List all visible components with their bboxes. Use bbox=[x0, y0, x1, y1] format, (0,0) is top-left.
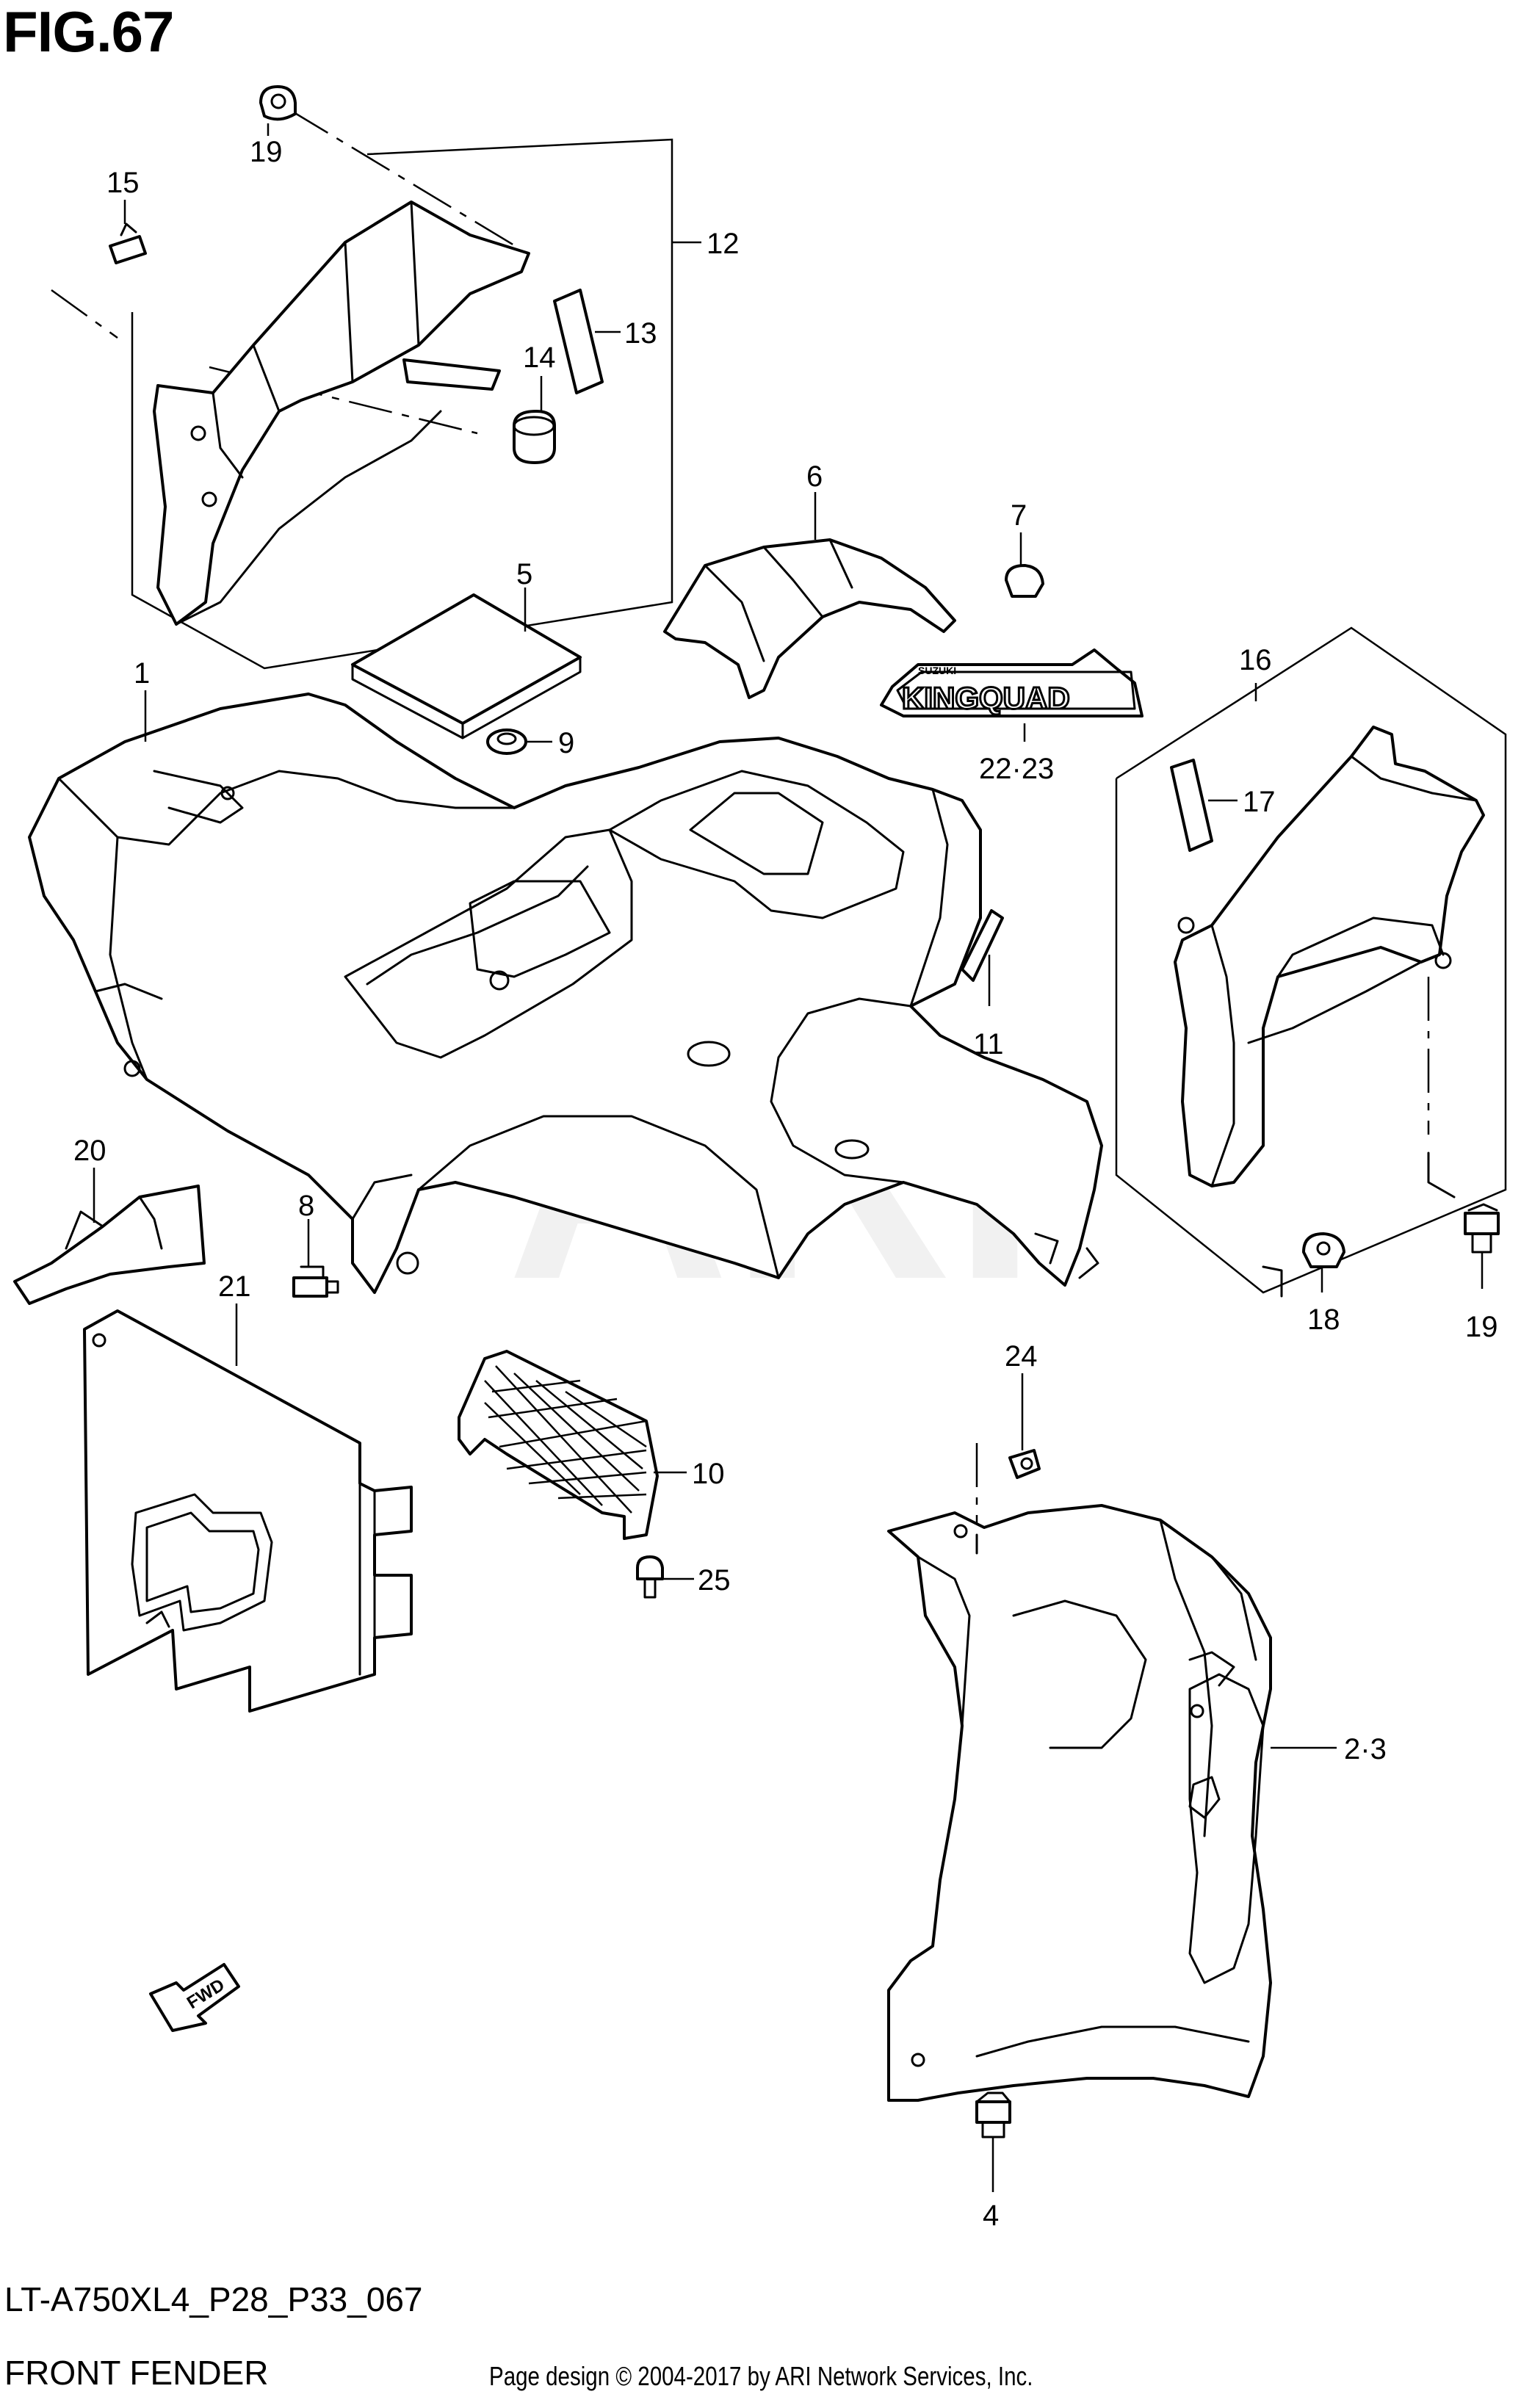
copyright-notice: Page design © 2004-2017 by ARI Network S… bbox=[489, 2361, 1033, 2391]
decal-brand: SUZUKI bbox=[918, 665, 956, 676]
part-21-plate[interactable] bbox=[83, 1304, 413, 1713]
callout-21: 21 bbox=[218, 1270, 251, 1303]
callout-18: 18 bbox=[1307, 1304, 1340, 1336]
callout-19-top: 19 bbox=[250, 136, 283, 168]
part-9-grommet[interactable] bbox=[486, 728, 552, 755]
part-14-cushion[interactable] bbox=[513, 376, 556, 464]
callout-20: 20 bbox=[73, 1135, 106, 1167]
section-name: FRONT FENDER bbox=[4, 2354, 269, 2392]
part-25-screw[interactable] bbox=[636, 1555, 694, 1599]
kingquad-decal[interactable]: KINGQUAD SUZUKI bbox=[880, 648, 1144, 742]
callout-11: 11 bbox=[973, 1028, 1004, 1060]
callout-17: 17 bbox=[1243, 786, 1276, 818]
part-17-seal[interactable] bbox=[1170, 759, 1238, 852]
part-2-3-side-cover[interactable] bbox=[887, 1443, 1337, 2102]
part-18-clip[interactable] bbox=[1302, 1232, 1345, 1292]
part-15-clip[interactable] bbox=[109, 200, 147, 264]
callout-8: 8 bbox=[298, 1190, 314, 1222]
part-24-clip[interactable] bbox=[1008, 1373, 1041, 1479]
part-11-strip[interactable] bbox=[961, 909, 1004, 1006]
part-7-clip[interactable] bbox=[1005, 532, 1044, 598]
callout-9: 9 bbox=[558, 727, 574, 759]
decal-text: KINGQUAD bbox=[902, 681, 1070, 715]
model-code: LT-A750XL4_P28_P33_067 bbox=[4, 2280, 423, 2318]
part-16-side-panel-group[interactable] bbox=[1115, 626, 1507, 1298]
part-1-front-fender[interactable] bbox=[28, 690, 1103, 1294]
callout-16: 16 bbox=[1239, 644, 1272, 676]
callout-6: 6 bbox=[806, 460, 823, 493]
fwd-arrow-icon: FWD bbox=[149, 1963, 240, 2032]
callout-25: 25 bbox=[698, 1564, 731, 1597]
callout-19-right: 19 bbox=[1465, 1311, 1498, 1343]
mesh-pattern bbox=[484, 1365, 647, 1514]
callout-14: 14 bbox=[523, 341, 556, 374]
callout-10: 10 bbox=[692, 1458, 725, 1490]
callout-7: 7 bbox=[1011, 499, 1027, 532]
callout-24: 24 bbox=[1005, 1340, 1038, 1373]
part-20-deflector[interactable] bbox=[13, 1168, 206, 1305]
part-6-cover[interactable] bbox=[663, 492, 956, 699]
callout-12: 12 bbox=[707, 228, 740, 260]
callout-13: 13 bbox=[624, 317, 657, 350]
part-19-clip-top[interactable] bbox=[259, 85, 297, 136]
callout-1: 1 bbox=[134, 657, 150, 690]
callout-22-23: 22·23 bbox=[979, 753, 1054, 785]
callout-4: 4 bbox=[983, 2199, 999, 2232]
part-8-bolt[interactable] bbox=[292, 1219, 339, 1298]
part-19-screw-right[interactable] bbox=[1464, 1203, 1500, 1289]
part-4-bolt[interactable] bbox=[975, 2091, 1011, 2192]
part-13-seal[interactable] bbox=[553, 289, 621, 394]
callout-2-3: 2·3 bbox=[1344, 1733, 1387, 1765]
part-10-mesh-guard[interactable] bbox=[458, 1350, 687, 1540]
callout-15: 15 bbox=[106, 167, 140, 199]
part-12-inner-panel-group[interactable] bbox=[51, 109, 673, 670]
figure-title: FIG.67 bbox=[3, 0, 174, 64]
callout-5: 5 bbox=[516, 558, 532, 590]
part-5-lid[interactable] bbox=[351, 587, 582, 740]
